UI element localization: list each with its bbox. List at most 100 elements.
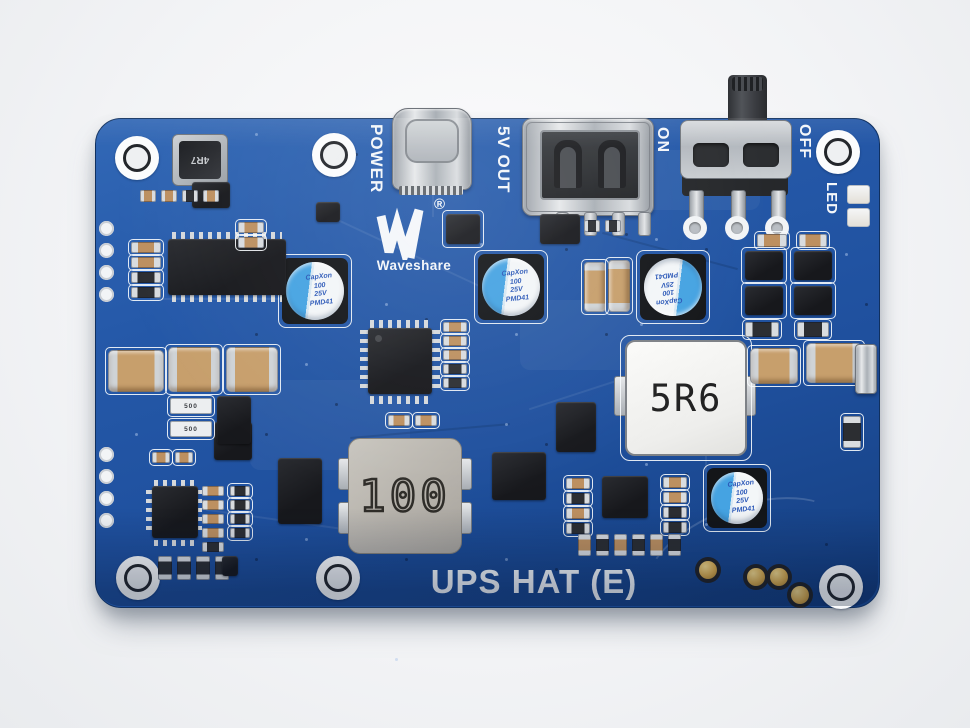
capacitor: [660, 504, 690, 521]
resistor: [235, 219, 267, 236]
sot223-regulator: [442, 210, 484, 248]
usb-c-port: [392, 108, 472, 190]
resistor-column: [128, 239, 164, 301]
main-inductor: 5R6: [620, 335, 752, 461]
mosfet: [790, 282, 836, 319]
capacitor-marking: CapXon 100 25V PMD41: [501, 268, 530, 304]
board-name: UPS HAT (E): [430, 563, 638, 600]
inductor-marking: 100: [358, 469, 451, 523]
sot23-transistor: [222, 556, 238, 576]
shunt-resistor: 500: [167, 418, 215, 440]
capacitor: [563, 490, 593, 507]
capacitor: [632, 534, 645, 556]
buck-inductor: 4R7: [172, 134, 228, 186]
edge-pad: [99, 221, 114, 236]
edge-pad: [99, 243, 114, 258]
mosfet: [790, 247, 836, 284]
resistor: [563, 475, 593, 492]
dfn-chip: [492, 452, 546, 500]
resistor-column: [563, 475, 593, 537]
capacitor-top: CapXon 100 25V PMD41: [711, 472, 763, 524]
capacitor-marking: CapXon 100 25V PMD41: [727, 479, 756, 515]
soic-chip: [556, 402, 596, 452]
resistor: [660, 474, 690, 491]
led: [847, 185, 870, 204]
qfn-pins: [196, 490, 202, 534]
mounting-hole: [819, 565, 863, 609]
qfp-pins: [360, 330, 368, 390]
qfn-pins: [154, 540, 194, 546]
resistor: [440, 333, 470, 349]
power-switch: [680, 120, 792, 179]
mosfet: [741, 282, 787, 319]
pcb-trace: [705, 402, 707, 522]
resistor: [440, 319, 470, 335]
electrolytic-capacitor: CapXon 100 25V PMD41: [474, 250, 548, 324]
capacitor: [563, 520, 593, 537]
resistor: [202, 528, 224, 538]
resistor: [614, 534, 627, 556]
mounting-hole: [816, 130, 860, 174]
capacitor: [794, 319, 832, 340]
ceramic-capacitor: [223, 344, 281, 395]
capacitor: [840, 413, 864, 451]
resistor-column: [235, 219, 267, 251]
capacitor: [227, 497, 253, 513]
soic-chip: [217, 396, 251, 444]
resistor: [754, 231, 790, 250]
power-port-label: POWER: [367, 124, 386, 194]
capacitor: [440, 361, 470, 377]
capacitor: [128, 269, 164, 286]
resistor: [202, 486, 224, 496]
capacitor-row: [158, 556, 229, 580]
pogo-pin: [743, 564, 769, 590]
fuel-gauge-chip: [152, 486, 198, 538]
mounting-hole: [116, 556, 160, 600]
mosfet: [741, 247, 787, 284]
resistor: [235, 234, 267, 251]
qfp-pins: [370, 320, 430, 328]
mcu-chip: [368, 328, 432, 394]
capacitor: [605, 220, 621, 232]
resistor: [202, 500, 224, 510]
capacitor-marking: CapXon 100 25V PMD41: [305, 272, 334, 308]
switch-on-label: ON: [654, 127, 671, 153]
qfn-chip: [602, 476, 648, 518]
resistor: [128, 254, 164, 271]
capacitor-top: CapXon 100 25V PMD41: [482, 258, 540, 316]
waveshare-logo-icon: [376, 207, 424, 268]
capacitor: [158, 556, 172, 580]
capacitor-top: CapXon 100 25V PMD41: [644, 258, 702, 316]
resistor: [412, 412, 440, 429]
resistor: [650, 534, 663, 556]
capacitor: [196, 556, 210, 580]
resistor-row: [140, 190, 219, 202]
qfn-pins: [154, 480, 194, 486]
edge-pad: [99, 491, 114, 506]
switch-pad: [683, 216, 707, 240]
switch-window: [743, 143, 779, 167]
metal-component: [855, 344, 877, 394]
pogo-pin: [766, 564, 792, 590]
pin1-dot: [375, 335, 382, 342]
dfn-chip: [278, 458, 322, 524]
resistor-column: [440, 319, 470, 391]
resistor-column: [660, 474, 690, 536]
resistor: [128, 239, 164, 256]
resistor: [660, 489, 690, 506]
edge-pad: [99, 287, 114, 302]
usb-a-leg: [638, 212, 651, 236]
qfp-pins: [432, 330, 440, 390]
power-switch-knob: [728, 75, 767, 127]
resistor: [796, 231, 830, 250]
capacitor: [742, 319, 782, 340]
pogo-pin: [787, 582, 813, 608]
soic-pins: [172, 232, 282, 240]
via-dots: [95, 118, 98, 121]
ceramic-capacitor: [747, 345, 801, 387]
resistor: [149, 449, 173, 466]
mounting-hole: [312, 133, 356, 177]
resistor: [578, 534, 591, 556]
capacitor: [177, 556, 191, 580]
